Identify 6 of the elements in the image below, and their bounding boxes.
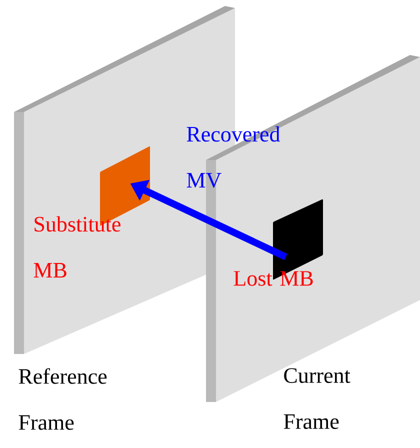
node-label: Substitute MB [34,216,120,278]
node-label: Reference Frame [18,368,107,430]
substitute-block: Substitute MB [34,146,150,278]
edge-label: Recovered MV [186,126,280,188]
node-label: Frame [284,414,339,429]
lost-block: Lost MB [234,199,323,286]
